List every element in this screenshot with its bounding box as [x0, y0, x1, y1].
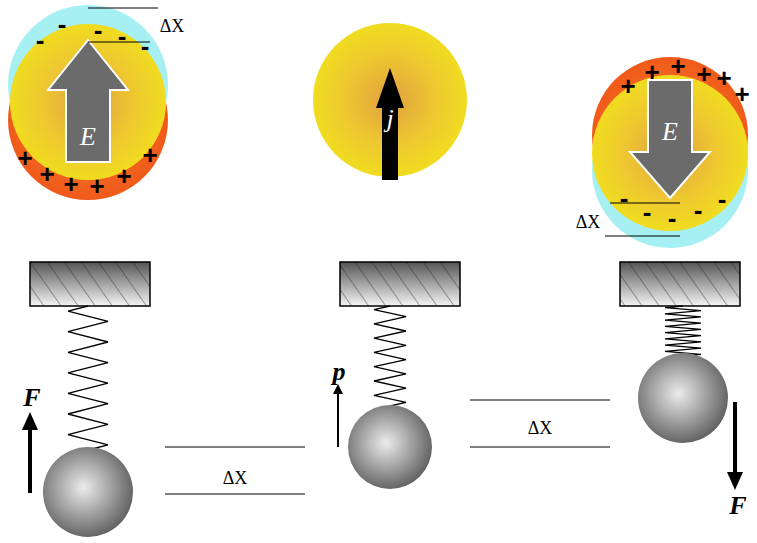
charge-sign: -	[694, 197, 703, 223]
vector-arrows	[22, 384, 743, 493]
charge-sign: +	[17, 145, 32, 171]
charge-sign: -	[118, 23, 127, 49]
charge-sign: +	[620, 73, 635, 99]
charge-sign: +	[670, 53, 685, 79]
charge-sign: +	[39, 161, 54, 187]
vector-symbol: E	[662, 119, 678, 145]
mass-ball	[43, 447, 133, 537]
spring-coil	[374, 306, 406, 406]
momentum-label: p	[333, 359, 346, 385]
charge-sign: -	[668, 205, 677, 231]
spring-coil	[68, 306, 108, 450]
dim-line	[605, 236, 680, 237]
field-arrow	[630, 80, 710, 198]
charge-sign: +	[734, 81, 749, 107]
conductor-circle	[10, 24, 166, 180]
charge-sign: -	[94, 17, 103, 43]
mass-ball	[348, 405, 432, 489]
charge-sign: +	[716, 65, 731, 91]
dim-line	[88, 8, 158, 9]
charge-sign: -	[718, 186, 727, 212]
mass-ball	[638, 353, 728, 443]
current-arrow	[376, 68, 404, 180]
vector-symbol: j	[386, 106, 393, 132]
field-label-box: E	[648, 112, 692, 152]
charge-sign: +	[89, 173, 104, 199]
spring-coil	[665, 306, 701, 356]
charge-sign: -	[620, 185, 629, 211]
displacement-label: ΔX	[528, 419, 553, 437]
charge-sign: -	[58, 11, 67, 37]
charge-sign: +	[142, 142, 157, 168]
charge-sign: +	[63, 171, 78, 197]
dim-lines	[165, 400, 610, 494]
force-label: F	[23, 385, 40, 411]
charge-sign: +	[696, 61, 711, 87]
charge-sign: -	[141, 33, 150, 59]
field-label-box: E	[66, 115, 110, 159]
displacement-label: ΔX	[223, 469, 248, 487]
force-label: F	[729, 493, 746, 519]
charge-sign: -	[643, 199, 652, 225]
charge-sign: +	[116, 163, 131, 189]
charge-sign: +	[644, 59, 659, 85]
charge-sign: -	[36, 27, 45, 53]
ceiling-blocks	[30, 262, 740, 306]
field-arrow	[48, 40, 128, 162]
vector-symbol: E	[80, 124, 96, 150]
field-label-box: j	[380, 104, 400, 134]
displacement-label: ΔX	[576, 213, 601, 231]
conductor-circle	[592, 75, 748, 231]
displacement-label: ΔX	[160, 17, 185, 35]
